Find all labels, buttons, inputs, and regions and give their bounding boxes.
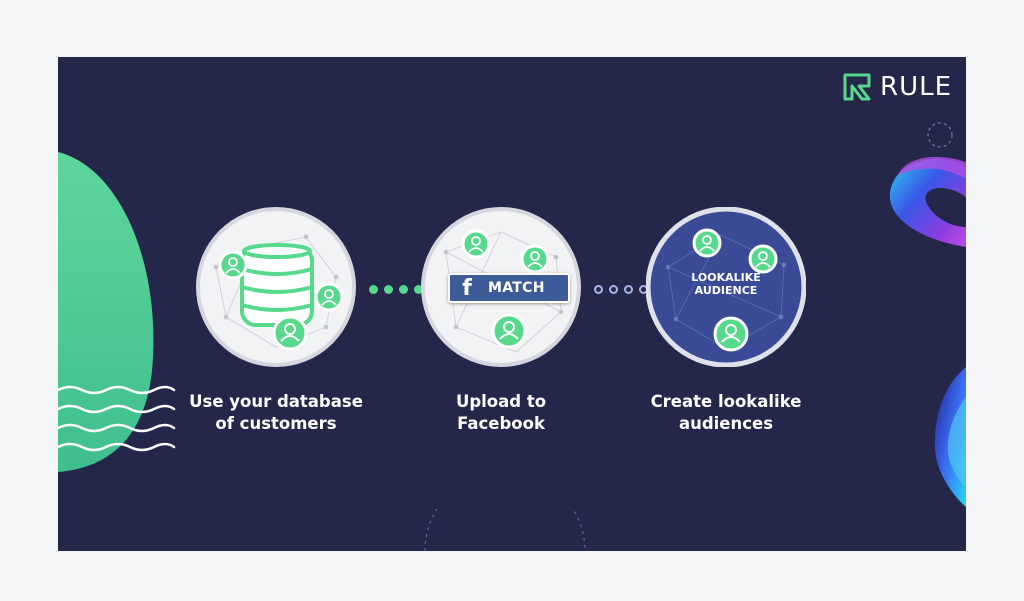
connector-dot xyxy=(369,285,378,294)
person-badge xyxy=(218,250,248,280)
match-banner: f MATCH xyxy=(448,273,570,303)
connector-dot xyxy=(414,285,423,294)
person-badge xyxy=(491,313,527,349)
connector-dot xyxy=(399,285,408,294)
person-badge xyxy=(461,229,491,259)
lookalike-audience-label: LOOKALIKE AUDIENCE xyxy=(646,271,806,297)
caption-line: Create lookalike xyxy=(650,392,802,411)
infographic-card: RULE xyxy=(58,57,966,551)
person-badge xyxy=(692,228,722,258)
connector-dot xyxy=(624,285,633,294)
step-facebook-match: f MATCH xyxy=(421,207,581,367)
match-label: MATCH xyxy=(488,280,545,296)
caption-line: of customers xyxy=(215,414,337,433)
brand-name: RULE xyxy=(880,72,953,102)
lookalike-circle xyxy=(646,207,806,367)
step-caption-database: Use your database of customers xyxy=(166,391,386,435)
rule-logo-icon xyxy=(843,73,871,101)
facebook-icon: f xyxy=(462,276,472,301)
person-badge xyxy=(520,244,550,274)
brand-logo: RULE xyxy=(842,72,952,102)
dashed-arc-decoration xyxy=(424,509,586,551)
step-caption-facebook: Upload to Facebook xyxy=(391,391,611,435)
step-database xyxy=(196,207,356,367)
person-badge xyxy=(314,282,344,312)
database-circle xyxy=(196,207,356,367)
database-icon xyxy=(240,243,314,327)
caption-line: Facebook xyxy=(457,414,545,433)
person-badge xyxy=(748,244,778,274)
caption-line: audiences xyxy=(678,414,774,433)
caption-line: Use your database xyxy=(189,392,363,411)
ribbon-decoration xyxy=(889,156,966,507)
connector-dot xyxy=(594,285,603,294)
green-blob-decoration xyxy=(58,152,176,472)
caption-line: Upload to xyxy=(455,392,547,411)
connector-dots xyxy=(369,285,423,294)
lookalike-label-line2: AUDIENCE xyxy=(694,284,758,297)
person-badge xyxy=(272,315,308,351)
connector-dot xyxy=(609,285,618,294)
step-caption-lookalike: Create lookalike audiences xyxy=(616,391,836,435)
person-badge xyxy=(713,316,749,352)
connector-dots xyxy=(594,285,648,294)
connector-dot xyxy=(384,285,393,294)
dashed-circle-decoration xyxy=(927,122,953,148)
step-lookalike: LOOKALIKE AUDIENCE xyxy=(646,207,806,367)
lookalike-label-line1: LOOKALIKE xyxy=(691,271,761,284)
